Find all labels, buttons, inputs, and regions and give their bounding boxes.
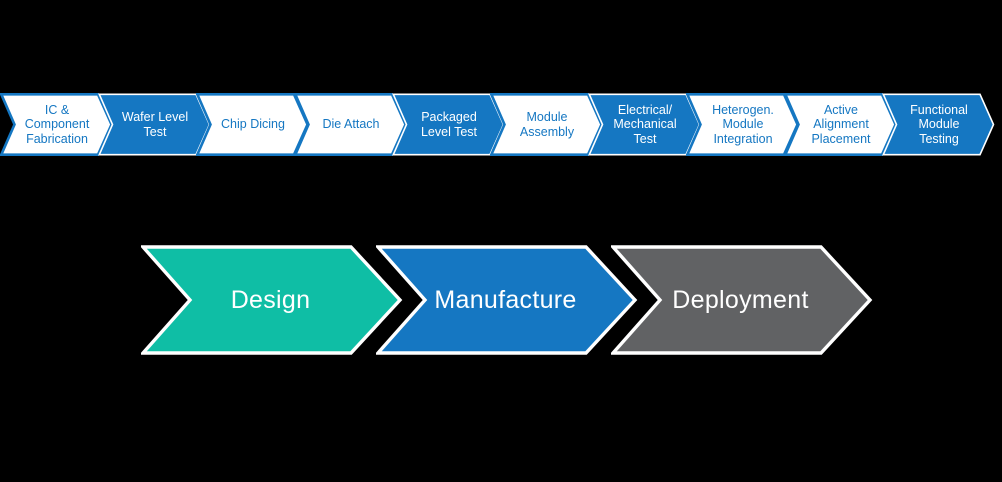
chevron-arrow-shape: [784, 93, 897, 156]
step-die-attach: Die Attach: [294, 93, 407, 156]
phases-row: Design Manufacture Deployment: [0, 245, 1002, 355]
step-active-alignment-placement: Active Alignment Placement: [784, 93, 897, 156]
chevron-arrow-shape: [376, 245, 638, 355]
step-label: Heterogen. Module Integration: [712, 102, 774, 146]
chevron-arrow-shape: [882, 93, 995, 156]
step-label: Die Attach: [322, 117, 380, 132]
step-packaged-level-test: Packaged Level Test: [392, 93, 505, 156]
step-functional-module-testing: Functional Module Testing: [882, 93, 995, 156]
phase-design: Design: [141, 245, 403, 355]
phase-label: Manufacture: [434, 285, 577, 314]
step-label: Electrical/ Mechanical Test: [613, 102, 677, 146]
chevron-arrow-shape: [0, 93, 113, 156]
step-ic-component-fabrication: IC & Component Fabrication: [0, 93, 113, 156]
chevron-arrow-shape: [490, 93, 603, 156]
chevron-arrow-shape: [611, 245, 873, 355]
chevron-arrow-shape: [294, 93, 407, 156]
production-steps-row: IC & Component Fabrication Wafer Level T…: [0, 93, 1002, 156]
step-label: Module Assembly: [519, 110, 575, 139]
phase-label: Deployment: [672, 285, 809, 314]
step-label: Chip Dicing: [221, 117, 285, 132]
phase-manufacture: Manufacture: [376, 245, 638, 355]
phase-deployment: Deployment: [611, 245, 873, 355]
step-label: IC & Component Fabrication: [24, 102, 90, 146]
step-label: Active Alignment Placement: [811, 102, 871, 146]
step-wafer-level-test: Wafer Level Test: [98, 93, 211, 156]
step-heterogen-module-integration: Heterogen. Module Integration: [686, 93, 799, 156]
step-label: Wafer Level Test: [121, 110, 189, 139]
step-label: Functional Module Testing: [910, 102, 968, 146]
chevron-arrow-shape: [141, 245, 403, 355]
step-chip-dicing: Chip Dicing: [196, 93, 309, 156]
step-label: Packaged Level Test: [420, 110, 478, 139]
step-module-assembly: Module Assembly: [490, 93, 603, 156]
step-electrical-mechanical-test: Electrical/ Mechanical Test: [588, 93, 701, 156]
phase-label: Design: [230, 285, 311, 314]
